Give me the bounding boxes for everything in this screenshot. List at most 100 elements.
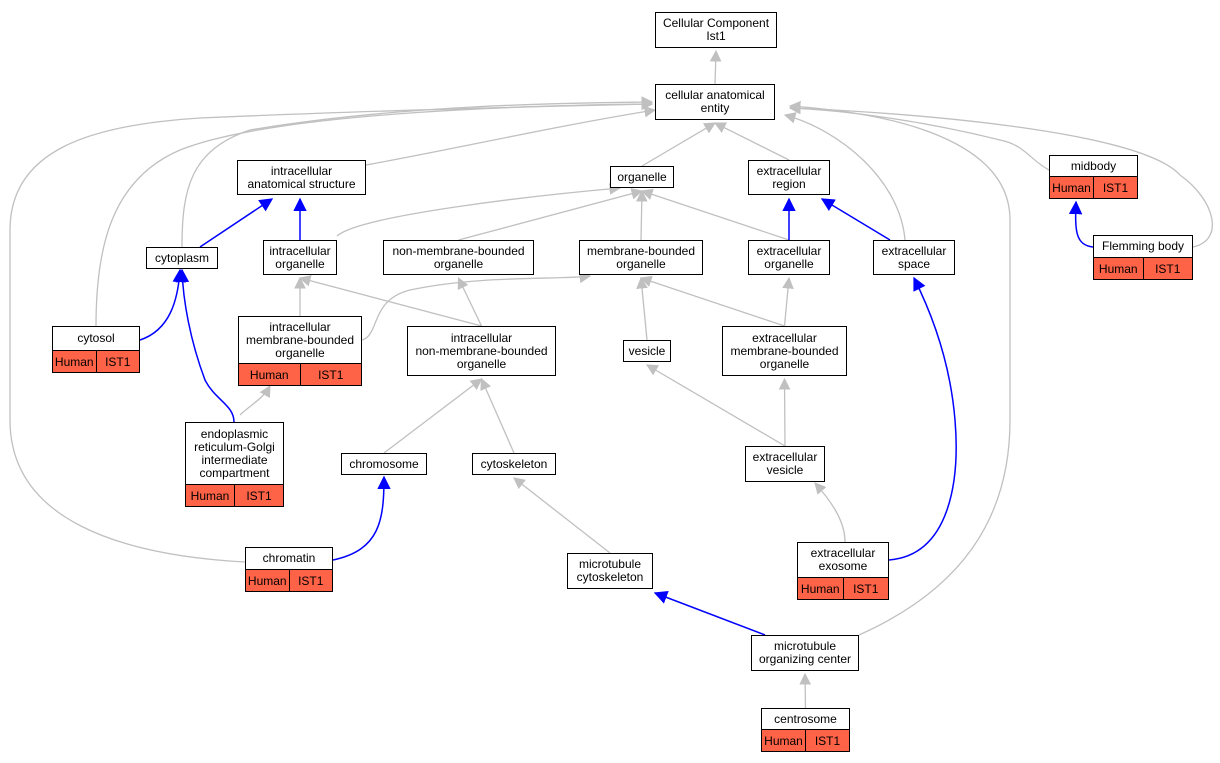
term-label: microtubule cytoskeleton [576, 557, 644, 584]
edge-is_a-cytoskeleton-to-inmbo [480, 377, 515, 454]
term-label: microtubule organizing center [758, 639, 852, 666]
term-label: cellular anatomical entity [665, 88, 765, 115]
edge-is_a-mtoc-to-cae [788, 100, 1011, 636]
term-node-cytoskeleton[interactable]: cytoskeleton [472, 453, 556, 475]
term-label: midbody [1050, 156, 1137, 177]
gene-tag: IST1 [95, 351, 140, 372]
term-node-cae[interactable]: cellular anatomical entity [655, 84, 775, 120]
term-node-eo[interactable]: extracellular organelle [748, 240, 830, 275]
edge-is_a-centrosome-to-mtoc [799, 672, 812, 709]
gene-tag: IST1 [299, 364, 362, 385]
edge-is_a-cytoplasm-to-cae [181, 96, 654, 248]
species-tag: Human [764, 733, 803, 748]
term-label: cytoplasm [154, 250, 210, 265]
term-node-io[interactable]: intracellular organelle [263, 240, 337, 275]
term-node-embo[interactable]: extracellular membrane-bounded organelle [722, 326, 847, 376]
term-label: chromosome [349, 456, 419, 471]
term-label: Cellular Component Ist1 [662, 16, 770, 43]
term-node-ev[interactable]: extracellular vesicle [745, 446, 825, 482]
species-tag: Human [800, 581, 840, 596]
edge-is_a-cytosol-to-cae [95, 98, 654, 327]
term-node-nmbo[interactable]: non-membrane-bounded organelle [383, 240, 534, 275]
edge-is_a-embo-to-mbo [639, 275, 785, 327]
annotation-row: Human IST1 [1094, 258, 1192, 279]
term-node-mtoc[interactable]: microtubule organizing center [751, 635, 859, 671]
edge-is_a-es-to-cae [783, 112, 906, 241]
term-node-chromosome[interactable]: chromosome [341, 453, 427, 475]
term-node-cytoplasm[interactable]: cytoplasm [146, 247, 218, 269]
term-label: organelle [617, 169, 667, 184]
term-label: non-membrane-bounded organelle [392, 243, 525, 271]
edge-is_a-midbody-to-cae [788, 102, 1050, 171]
term-label: cytoskeleton [480, 456, 548, 471]
term-node-es[interactable]: extracellular space [873, 240, 955, 275]
term-label: extracellular organelle [756, 243, 822, 271]
term-label: chromatin [246, 548, 332, 570]
term-node-root[interactable]: Cellular Component Ist1 [655, 12, 777, 48]
edge-part_of-flemming-to-midbody [1068, 200, 1094, 248]
term-label: Flemming body [1094, 236, 1192, 258]
term-label: extracellular membrane-bounded organelle [730, 330, 839, 371]
gene-tag: IST1 [1142, 258, 1193, 279]
edge-is_a-nmbo-to-organelle [458, 188, 644, 241]
edge-part_of-cytoplasm-to-ias [199, 198, 274, 248]
edge-part_of-cytosol-to-cytoplasm [139, 268, 186, 341]
term-node-ergic[interactable]: endoplasmic reticulum-Golgi intermediate… [185, 422, 284, 507]
species-tag: Human [249, 367, 289, 382]
edge-is_a-eo-to-organelle [640, 188, 790, 241]
edge-part_of-es-to-er [820, 198, 891, 241]
gene-tag: IST1 [234, 485, 283, 506]
term-label: intracellular anatomical structure [247, 163, 356, 191]
gene-tag: IST1 [805, 730, 849, 751]
edge-is_a-vesicle-to-mbo [636, 276, 648, 341]
edge-is_a-cae-to-root [709, 49, 722, 85]
edge-is_a-chromosome-to-inmbo [383, 378, 483, 454]
edge-part_of-mtoc-to-mtcs [653, 591, 766, 636]
gene-tag: IST1 [288, 570, 333, 591]
edge-part_of-chromatin-to-chromosome [332, 475, 391, 561]
term-label: membrane-bounded organelle [586, 243, 696, 271]
term-label: extracellular vesicle [752, 450, 818, 477]
term-label: centrosome [762, 709, 849, 730]
edge-is_a-imbo-to-mbo [361, 271, 592, 341]
edge-part_of-ergic-to-cytoplasm [175, 268, 235, 423]
term-label: intracellular membrane-bounded organelle [239, 317, 361, 364]
edge-is_a-exosome-to-ev [814, 482, 846, 543]
edge-is_a-inmbo-to-io [298, 275, 482, 327]
term-node-inmbo[interactable]: intracellular non-membrane-bounded organ… [407, 326, 556, 376]
edge-is_a-ias-to-cae [365, 105, 657, 166]
term-label: intracellular non-membrane-bounded organ… [415, 330, 548, 371]
edge-part_of-exosome-to-es [888, 276, 957, 561]
term-node-vesicle[interactable]: vesicle [623, 340, 671, 362]
edge-is_a-chromatin-to-cae [9, 98, 654, 563]
edge-is_a-io-to-organelle [336, 183, 622, 237]
species-tag: Human [1052, 180, 1091, 195]
term-node-ias[interactable]: intracellular anatomical structure [237, 160, 366, 195]
species-tag: Human [1098, 261, 1138, 276]
gene-tag: IST1 [1093, 177, 1137, 198]
term-label: vesicle [628, 343, 666, 358]
species-tag: Human [54, 354, 94, 369]
edge-is_a-mtcs-to-cytoskeleton [513, 477, 611, 554]
term-node-imbo[interactable]: intracellular membrane-bounded organelle… [238, 316, 362, 386]
term-node-mtcs[interactable]: microtubule cytoskeleton [567, 553, 653, 589]
edge-is_a-ev-to-embo [778, 377, 791, 447]
term-node-mbo[interactable]: membrane-bounded organelle [579, 240, 703, 275]
term-node-organelle[interactable]: organelle [610, 166, 674, 188]
species-tag: Human [247, 573, 287, 588]
term-label: extracellular exosome [798, 543, 888, 578]
edge-is_a-ergic-to-imbo [239, 384, 271, 416]
edge-is_a-embo-to-eo [782, 276, 794, 327]
term-node-er[interactable]: extracellular region [748, 160, 830, 195]
